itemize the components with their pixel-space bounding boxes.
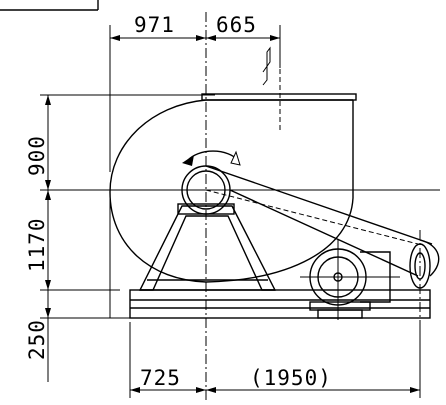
base-frame — [109, 190, 431, 319]
top-dimension: 971 665 — [109, 13, 281, 172]
dim-250-label: 250 — [25, 319, 49, 360]
dim-1950-label: (1950) — [250, 366, 332, 390]
belt-guard — [205, 165, 440, 277]
outlet-centerline — [262, 45, 281, 130]
dim-725-label: 725 — [140, 366, 181, 390]
bottom-dimension: 725 (1950) — [129, 322, 421, 398]
dim-900-label: 900 — [25, 135, 49, 176]
dim-1170-label: 1170 — [25, 217, 49, 272]
motor-pulley — [409, 230, 431, 380]
side-dimension: 900 1170 250 — [25, 94, 440, 382]
motor — [300, 240, 400, 320]
dim-971-label: 971 — [134, 13, 175, 37]
fan-volute — [109, 93, 357, 283]
rotation-arrow — [182, 150, 241, 166]
frame-corner — [0, 0, 99, 11]
dim-665-label: 665 — [216, 13, 257, 37]
